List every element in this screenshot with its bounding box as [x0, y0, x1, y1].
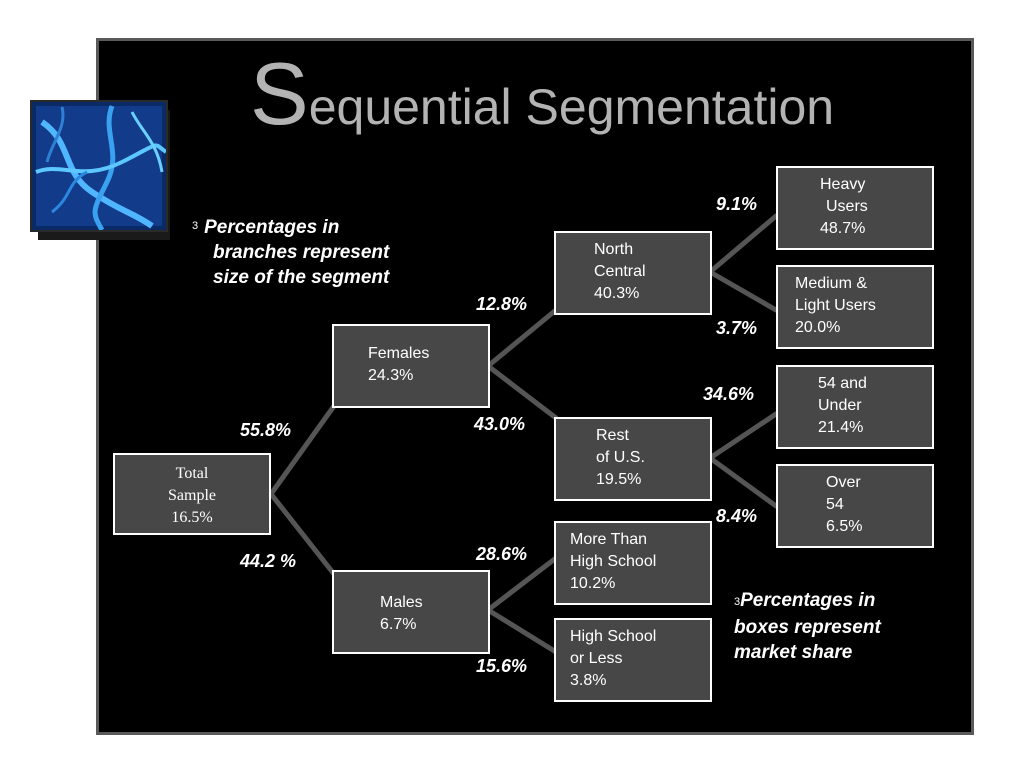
title-initial: S: [250, 44, 309, 143]
node-females: Females 24.3%: [332, 324, 490, 408]
node-nc-line-1: North: [594, 241, 634, 258]
note-boxes-bullet: 3: [734, 596, 741, 608]
note-branches-line-2: branches represent: [213, 242, 390, 263]
node-hsol-line-2: or Less: [570, 650, 623, 667]
connector-females-north-central: [485, 307, 559, 369]
note-boxes: 3Percentages in boxes represent market s…: [734, 588, 881, 665]
node-high-school-or-less: High School or Less 3.8%: [554, 618, 712, 702]
node-med-line-2: Light Users: [795, 297, 876, 314]
slide-title: Sequential Segmentation: [250, 50, 834, 138]
node-nc-line-2: Central: [594, 263, 646, 280]
node-females-line-2: 24.3%: [368, 367, 414, 384]
node-total-line-2: Sample: [168, 487, 216, 504]
note-branches-line-3: size of the segment: [213, 267, 390, 288]
node-mths-line-1: More Than: [570, 531, 648, 548]
connector-males-more-than-hs: [485, 555, 559, 613]
node-more-than-high-school: More Than High School 10.2%: [554, 521, 712, 605]
note-branches-bullet: 3: [192, 220, 199, 232]
note-boxes-line-1: Percentages in: [740, 590, 876, 611]
connector-nc-medium: [707, 269, 779, 313]
node-heavy-line-2: Users: [826, 198, 868, 215]
node-medium-light-users: Medium & Light Users 20.0%: [776, 265, 934, 349]
connector-nc-heavy: [707, 213, 779, 275]
node-54u-line-3: 21.4%: [818, 419, 864, 436]
connector-females-rest-us: [485, 363, 559, 421]
branch-pct-heavy-users: 9.1%: [716, 194, 758, 214]
node-rest-line-3: 19.5%: [596, 471, 642, 488]
note-boxes-line-2: boxes represent: [734, 617, 881, 638]
connector-total-males: [268, 491, 337, 577]
branch-pct-medium-light: 3.7%: [716, 318, 758, 338]
node-females-line-1: Females: [368, 345, 430, 362]
node-males-line-1: Males: [380, 594, 423, 611]
node-54u-line-1: 54 and: [818, 375, 867, 392]
branch-pct-hs-or-less: 15.6%: [476, 656, 528, 676]
node-heavy-line-1: Heavy: [820, 176, 866, 193]
node-nc-line-3: 40.3%: [594, 285, 640, 302]
node-rest-line-2: of U.S.: [596, 449, 645, 466]
node-total-line-3: 16.5%: [171, 509, 213, 526]
branch-pct-north-central: 12.8%: [476, 294, 528, 314]
node-total-sample: Total Sample 16.5%: [113, 453, 271, 535]
node-med-line-1: Medium &: [795, 275, 868, 292]
connector-rest-over-54: [707, 455, 779, 509]
node-o54-line-1: Over: [826, 474, 861, 491]
node-rest-line-1: Rest: [596, 427, 629, 444]
branch-pct-rest-us: 43.0%: [474, 414, 526, 434]
title-rest: equential Segmentation: [308, 79, 835, 135]
node-54-and-under: 54 and Under 21.4%: [776, 365, 934, 449]
branch-pct-males: 44.2 %: [240, 551, 297, 571]
node-north-central: North Central 40.3%: [554, 231, 712, 315]
node-med-line-3: 20.0%: [795, 319, 841, 336]
branch-pct-more-than-hs: 28.6%: [476, 544, 528, 564]
node-mths-line-3: 10.2%: [570, 575, 616, 592]
node-total-line-1: Total: [175, 465, 209, 482]
note-branches-line-1: Percentages in: [204, 217, 340, 238]
connector-males-hs-or-less: [485, 607, 559, 655]
node-o54-line-3: 6.5%: [826, 518, 863, 535]
branch-pct-54-under: 34.6%: [703, 384, 755, 404]
connector-rest-54-under: [707, 411, 779, 461]
node-heavy-line-3: 48.7%: [820, 220, 866, 237]
note-branches: 3 Percentages in branches represent size …: [192, 214, 389, 290]
node-over-54: Over 54 6.5%: [776, 464, 934, 548]
branch-pct-over-54: 8.4%: [716, 506, 758, 526]
node-hsol-line-3: 3.8%: [570, 672, 607, 689]
node-males: Males 6.7%: [332, 570, 490, 654]
connector-total-females: [268, 403, 337, 497]
node-hsol-line-1: High School: [570, 628, 657, 645]
node-rest-of-us: Rest of U.S. 19.5%: [554, 417, 712, 501]
node-o54-line-2: 54: [826, 496, 844, 513]
branch-pct-females: 55.8%: [240, 420, 292, 440]
decorative-thumbnail-image: [30, 100, 168, 232]
node-heavy-users: Heavy Users 48.7%: [776, 166, 934, 250]
node-54u-line-2: Under: [818, 397, 862, 414]
node-mths-line-2: High School: [570, 553, 657, 570]
node-males-line-2: 6.7%: [380, 616, 417, 633]
note-boxes-line-3: market share: [734, 642, 853, 663]
